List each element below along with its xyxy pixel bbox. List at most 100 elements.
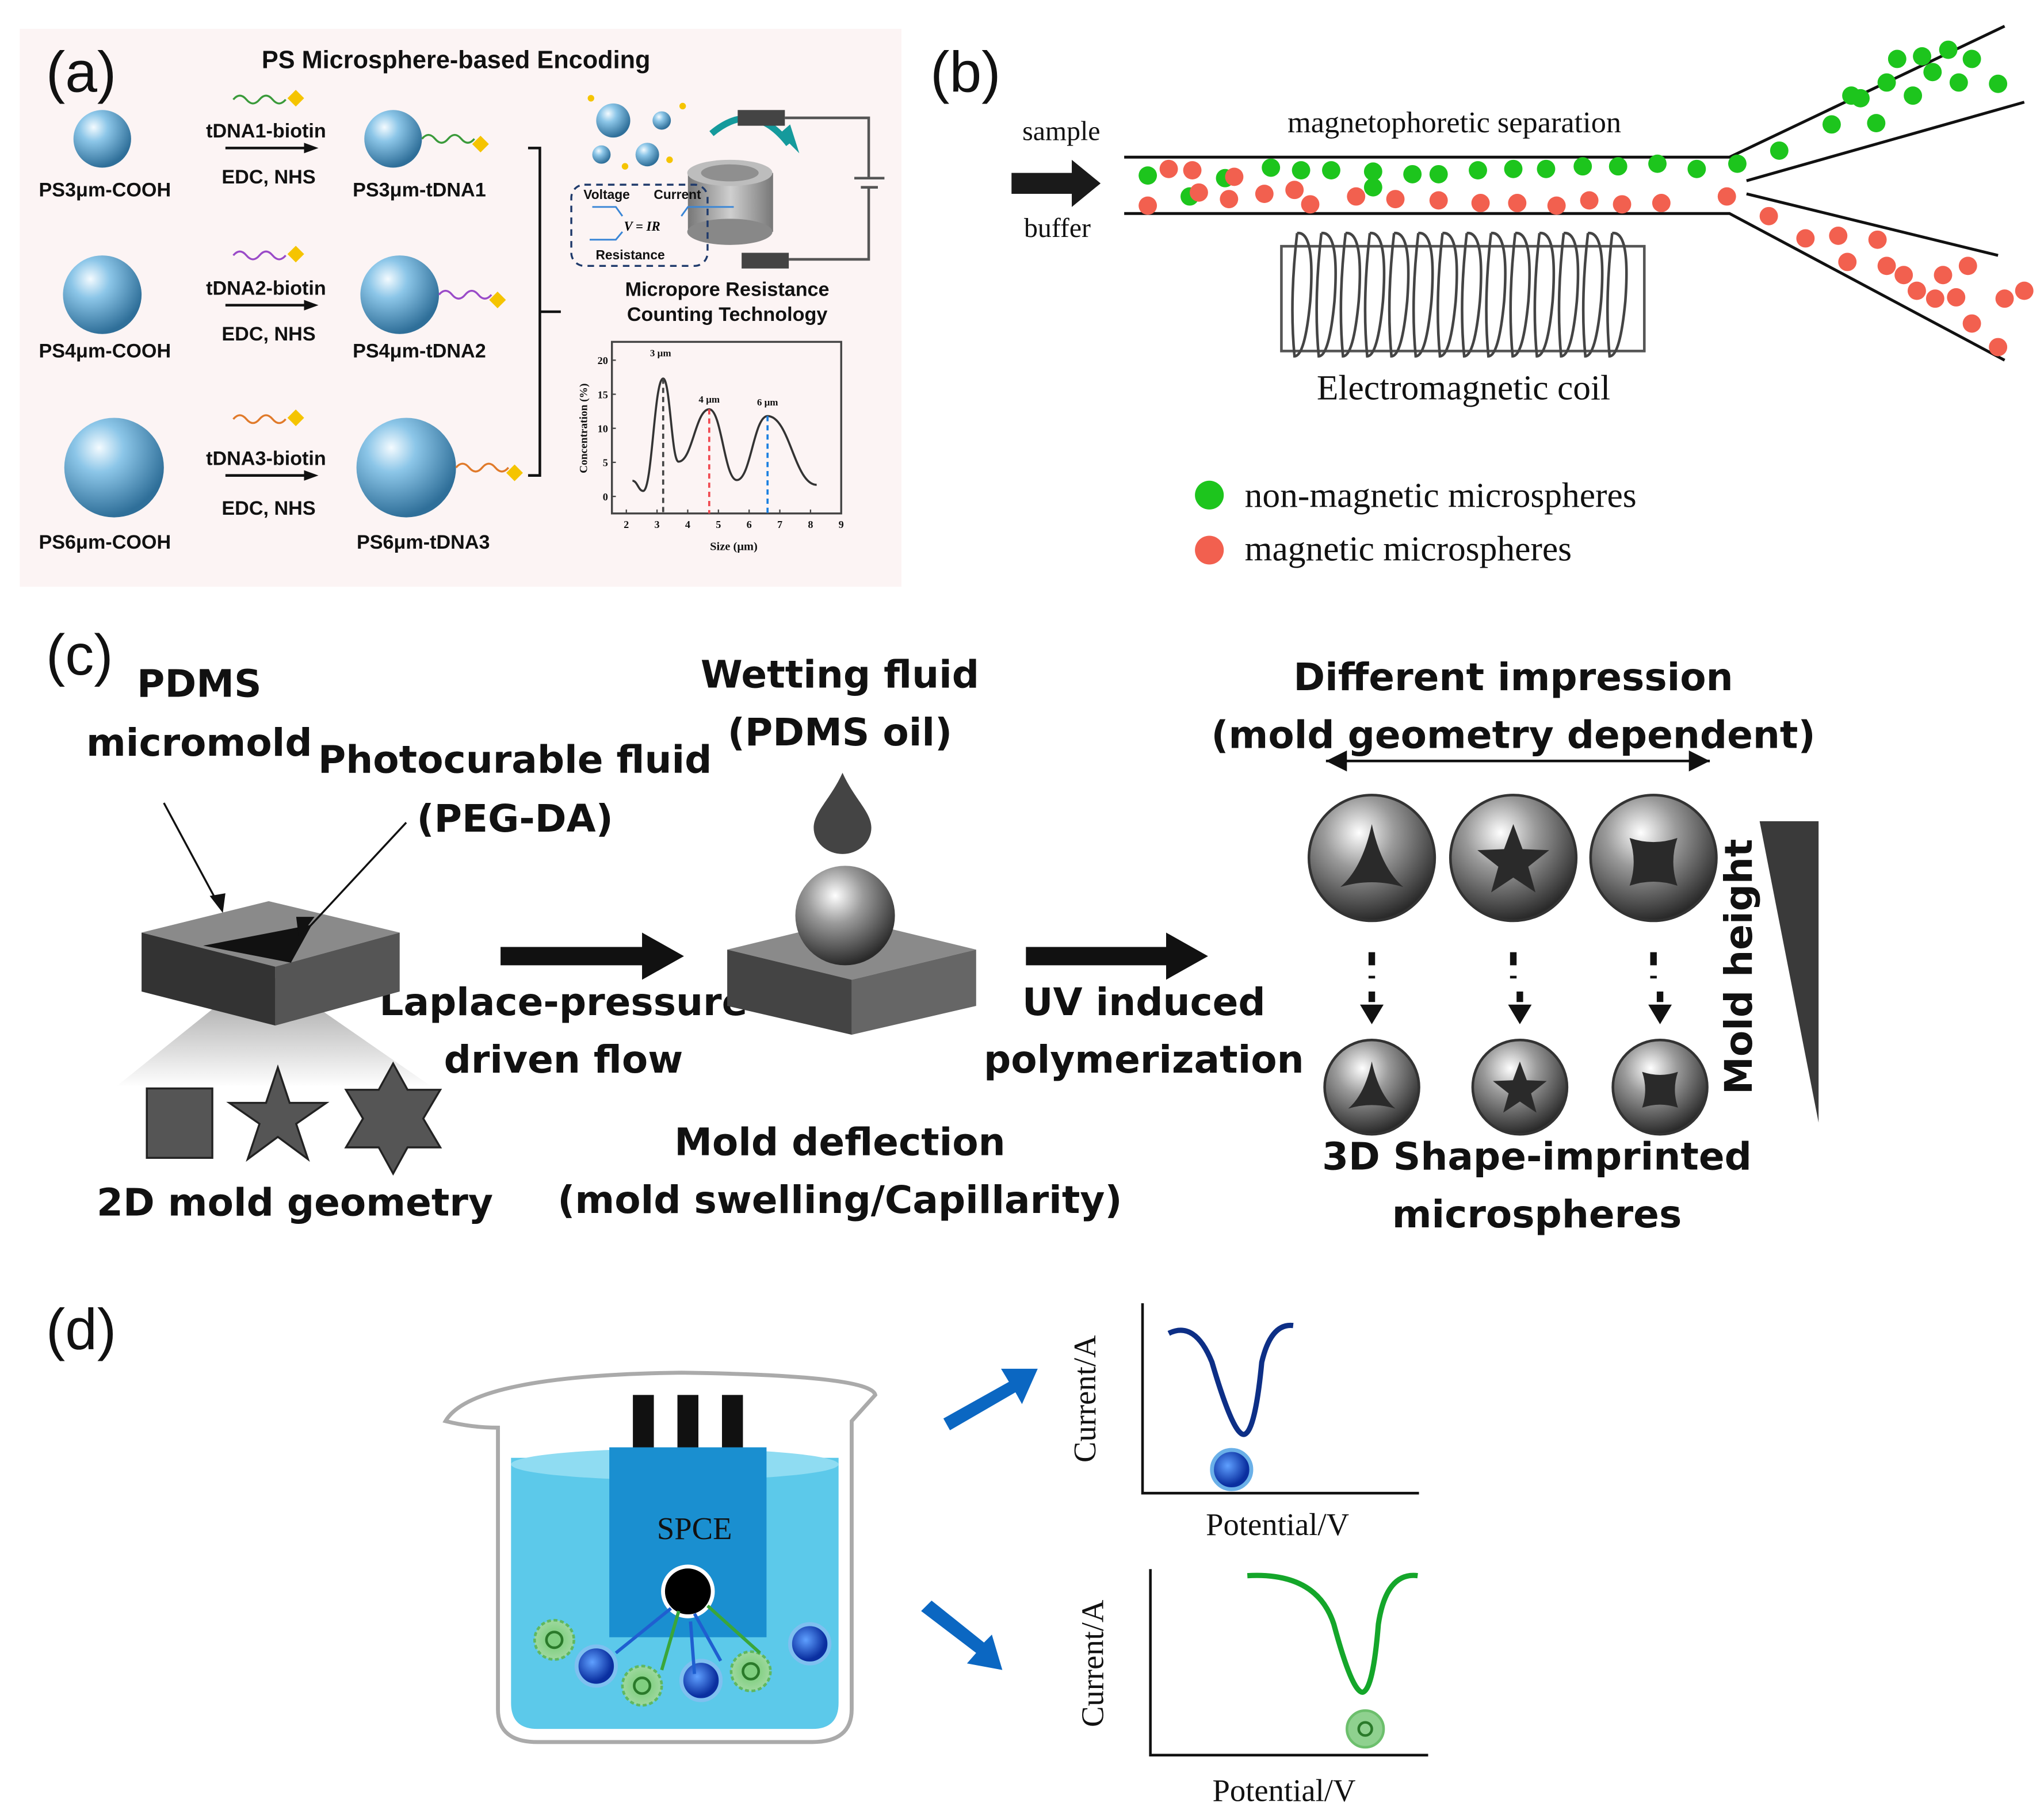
dna-strand [232,94,286,105]
imprint-shape [1642,1071,1678,1108]
non-magnetic-microsphere [1877,73,1896,92]
separation-title: magnetophoretic separation [1287,106,1621,139]
graph2-ylabel: Current/A [1075,1599,1110,1727]
graph1-blue-microsphere [1210,1448,1254,1491]
non-magnetic-microsphere [1403,164,1422,183]
magnetic-microsphere [1138,196,1157,215]
impression-label-1: Different impression [1293,655,1733,699]
magnetic-microsphere [1868,230,1887,249]
magnetic-microsphere [1759,206,1778,225]
coil-turn [1363,232,1386,358]
y-tick-label: 10 [598,423,608,435]
coil-turn [1557,232,1580,358]
panel-a-title: PS Microsphere-based Encoding [262,46,651,74]
non-magnetic-microsphere [1573,157,1592,176]
deflection-label-1: Mold deflection [674,1120,1005,1165]
graph1-ylabel: Current/A [1067,1335,1102,1463]
legend-non-magnetic: non-magnetic microspheres [1245,476,1637,515]
graph2-curve [1247,1572,1418,1695]
laplace-label-2: driven flow [444,1038,683,1082]
buffer-label: buffer [1024,213,1091,243]
magnetic-microsphere [1429,191,1448,210]
binding-arrow [706,1604,761,1655]
green-microsphere-core [633,1677,652,1695]
microsphere-dots [1138,40,2034,357]
non-magnetic-microsphere [1888,49,1907,68]
electromagnetic-coil [1280,232,1646,358]
binding-arrow [693,1613,723,1662]
green-microsphere [729,1650,772,1693]
graph2-xlabel: Potential/V [1213,1773,1356,1808]
dna-microsphere [360,255,440,334]
x-tick-label: 5 [716,519,721,530]
magnetic-microsphere [1947,288,1966,307]
cooh-microsphere [63,255,142,334]
magnetic-microsphere [1894,266,1913,285]
panel-c: (c) PDMS micromold Photocurable fluid (P… [46,623,1819,1237]
arrow-uv [1026,932,1208,980]
imprint-shape [1629,837,1678,886]
non-magnetic-microsphere [1822,115,1841,134]
electrode-pin [721,1395,743,1450]
non-magnetic-microsphere [1292,161,1311,180]
legend-magnetic: magnetic microspheres [1245,530,1572,569]
graph2-axes [1149,1569,1428,1756]
conditions-label: EDC, NHS [221,166,315,188]
non-magnetic-microsphere [1363,178,1382,197]
magnetic-microsphere [1989,338,2008,357]
coil-turn [1315,232,1337,358]
imprinted-microspheres [1307,794,1718,1136]
reagent-label: tDNA3-biotin [206,447,326,469]
panel-d-label: (d) [46,1298,116,1362]
magnetic-microsphere [1829,226,1848,245]
dashed-arrow [1510,952,1523,1002]
coil-turn [1461,232,1483,358]
microchannel [1124,25,2025,362]
uv-label-2: polymerization [984,1038,1304,1082]
x-tick-label: 8 [808,519,813,530]
flow-arrow [1011,159,1101,207]
chart-xlabel: Size (μm) [710,540,758,553]
imprint-shape [1493,1061,1547,1113]
coil-turn [1412,232,1434,358]
magnetic-microsphere [1301,195,1320,214]
current-label: Current [654,187,701,202]
magnetic-microsphere [1958,257,1977,275]
non-magnetic-microsphere [1537,159,1556,178]
shape-imprinted-label-1: 3D Shape-imprinted [1322,1135,1752,1179]
micropore-illustration: Voltage Current V = IR Resistance [570,95,885,269]
oil-drop [813,772,872,854]
non-magnetic-microsphere [1363,162,1382,181]
peak-label: 4 μm [698,394,720,405]
magnetic-microsphere [1796,229,1815,248]
non-magnetic-microsphere [1648,154,1667,173]
photocurable-label-1: Photocurable fluid [318,738,712,782]
panel-a-label: (a) [46,40,116,104]
graph2-green-microsphere [1346,1709,1385,1749]
magnetic-microsphere [1962,314,1981,333]
non-magnetic-microsphere [1504,159,1523,178]
star-shape [226,1064,330,1162]
non-magnetic-microsphere [1429,164,1448,183]
imprint-shape [1348,1061,1396,1109]
dna-strand [421,133,475,144]
coil-label: Electromagnetic coil [1317,369,1610,408]
peak-label: 6 μm [757,397,778,408]
x-tick-label: 4 [685,519,690,530]
panel-b: (b) sample buffer magnetophoretic separa… [930,25,2034,569]
coil-turn [1388,232,1410,358]
hexagram-shape [344,1061,442,1176]
coil-turn [1533,232,1556,358]
droplet-sphere [795,866,895,966]
magnetic-microsphere [1717,187,1736,206]
non-magnetic-microsphere [1770,141,1789,160]
square-shape [146,1087,213,1159]
magnetic-microsphere [2015,281,2034,300]
magnetic-microsphere [1255,185,1274,203]
magnetic-microsphere [1613,195,1632,214]
magnetic-microsphere [1995,289,2014,308]
wetting-label-1: Wetting fluid [701,653,979,697]
green-microsphere-core [545,1631,564,1649]
electrode-top [738,110,785,126]
